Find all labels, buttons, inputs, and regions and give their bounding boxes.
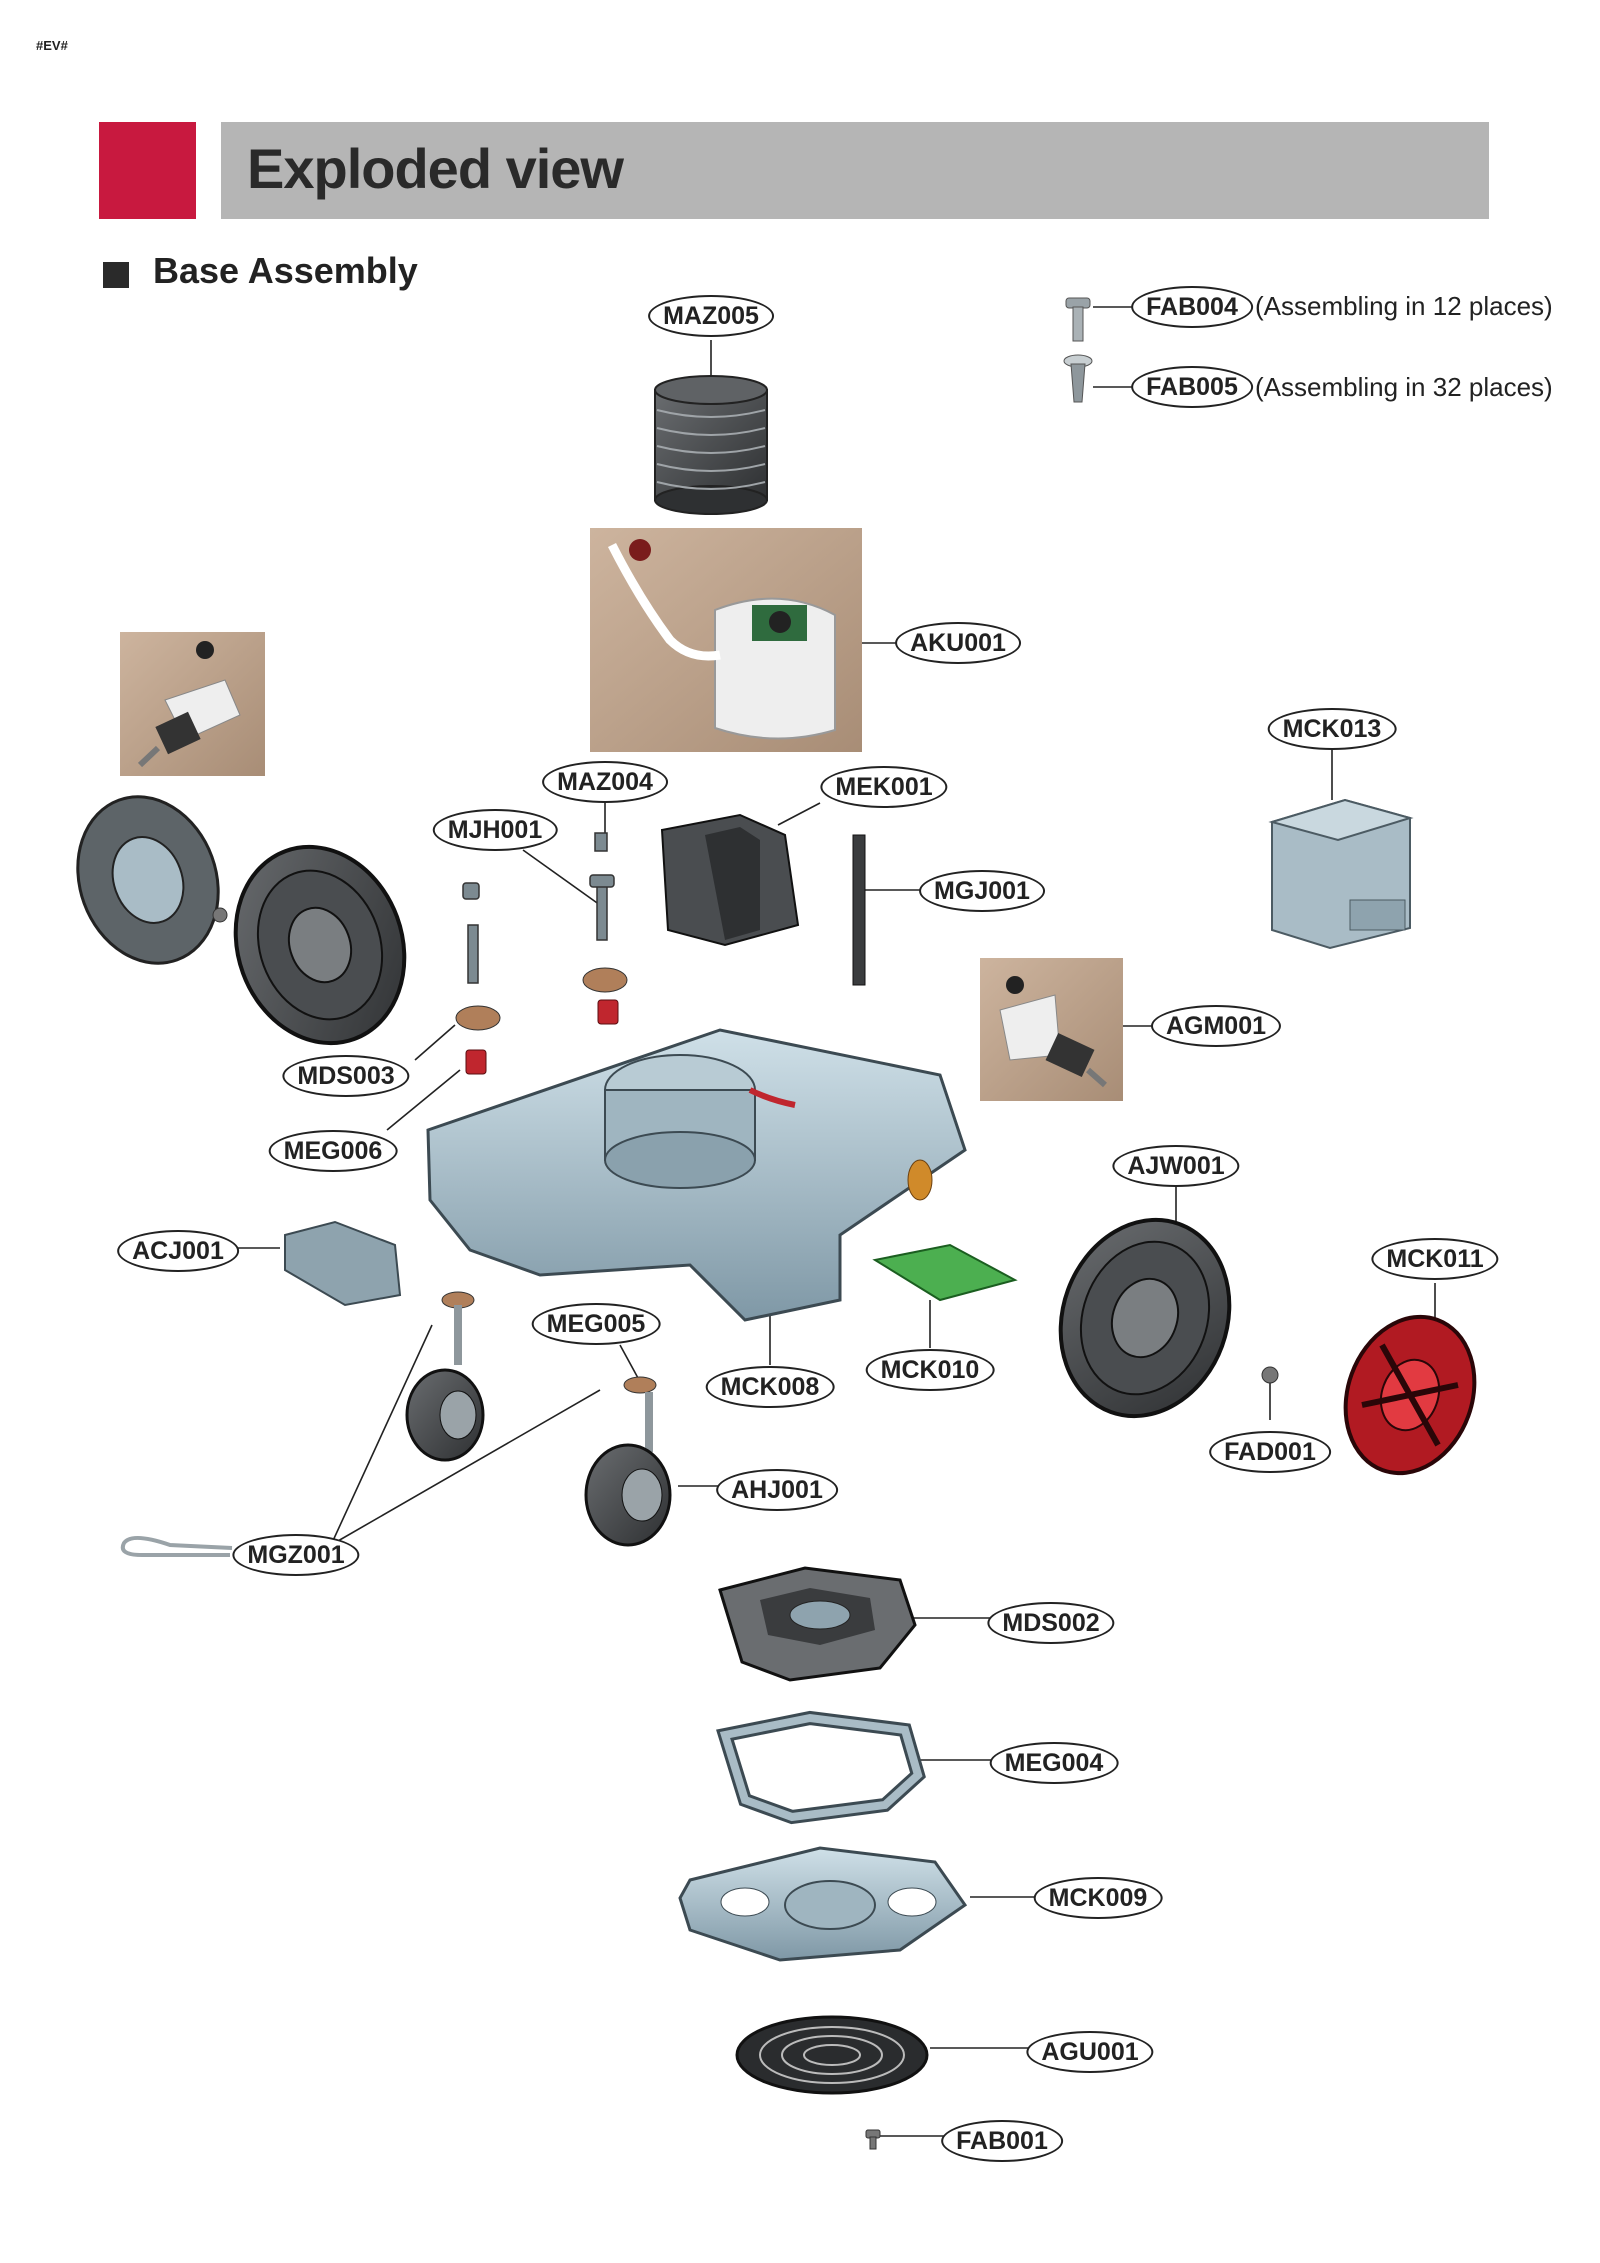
part-note-fab004: (Assembling in 12 places) bbox=[1255, 291, 1553, 321]
section-title: Base Assembly bbox=[153, 250, 418, 291]
part-acj001-icon bbox=[284, 1220, 402, 1307]
hub-cap-mck011-icon bbox=[1343, 1314, 1477, 1476]
part-label-agm001: AGM001 bbox=[1150, 1005, 1282, 1047]
part-label-fab005: FAB005 bbox=[1131, 366, 1253, 408]
motor-photo-left bbox=[120, 632, 265, 776]
screw-fab004-icon bbox=[1065, 297, 1091, 342]
shaft-parts-icon bbox=[462, 832, 615, 984]
gear-meg005-icon bbox=[441, 1291, 657, 1394]
screw-fab005-icon bbox=[1063, 354, 1093, 403]
gear-mds003-icon bbox=[455, 967, 628, 1031]
part-label-mck008: MCK008 bbox=[705, 1366, 835, 1408]
part-label-mck010: MCK010 bbox=[865, 1349, 995, 1391]
gasket-meg004-icon bbox=[716, 1710, 926, 1825]
section-bullet-icon bbox=[103, 262, 129, 288]
bar-mgj001-icon bbox=[852, 834, 866, 986]
motor-photo-agm001 bbox=[980, 958, 1123, 1101]
base-mck008-icon bbox=[426, 1028, 967, 1322]
part-label-aku001: AKU001 bbox=[895, 622, 1021, 664]
part-label-mck013: MCK013 bbox=[1267, 708, 1397, 750]
part-label-fab004: FAB004 bbox=[1131, 286, 1253, 328]
wheel-ajw001-icon bbox=[1058, 1217, 1232, 1419]
grille-agu001-icon bbox=[735, 2015, 929, 2095]
part-label-meg006: MEG006 bbox=[268, 1130, 398, 1172]
part-label-fad001: FAD001 bbox=[1209, 1431, 1331, 1473]
title-bar: Exploded view bbox=[221, 122, 1489, 219]
part-label-mjh001: MJH001 bbox=[432, 809, 558, 851]
board-mck010-icon bbox=[872, 1243, 1018, 1302]
accent-block bbox=[99, 122, 196, 219]
part-label-mgj001: MGJ001 bbox=[919, 870, 1045, 912]
part-label-maz004: MAZ004 bbox=[542, 761, 668, 803]
part-label-mck009: MCK009 bbox=[1033, 1877, 1163, 1919]
part-label-maz005: MAZ005 bbox=[648, 295, 774, 337]
bracket-mek001-icon bbox=[660, 813, 800, 947]
page-title: Exploded view bbox=[247, 137, 624, 200]
cover-mck013-icon bbox=[1268, 798, 1414, 950]
part-label-meg004: MEG004 bbox=[989, 1742, 1119, 1784]
part-label-mds002: MDS002 bbox=[987, 1602, 1115, 1644]
part-label-agu001: AGU001 bbox=[1026, 2031, 1154, 2073]
part-label-ajw001: AJW001 bbox=[1112, 1145, 1240, 1187]
part-label-fab001: FAB001 bbox=[941, 2120, 1063, 2162]
coil-maz005-icon bbox=[654, 375, 768, 515]
hub-cap-left-icon bbox=[76, 795, 228, 965]
part-label-mds003: MDS003 bbox=[282, 1055, 410, 1097]
part-label-mek001: MEK001 bbox=[820, 766, 948, 808]
part-label-mck011: MCK011 bbox=[1371, 1238, 1499, 1280]
wheel-left-icon bbox=[233, 844, 407, 1046]
nut-fad001-icon bbox=[1261, 1366, 1279, 1384]
caster-wheel-left-icon bbox=[405, 1305, 485, 1462]
part-label-meg005: MEG005 bbox=[531, 1303, 661, 1345]
part-label-ahj001: AHJ001 bbox=[716, 1469, 838, 1511]
part-note-fab005: (Assembling in 32 places) bbox=[1255, 372, 1553, 402]
bushing-meg006-icon bbox=[465, 999, 619, 1075]
caster-wheel-right-icon bbox=[584, 1392, 672, 1547]
clip-mgz001-icon bbox=[120, 1536, 233, 1557]
part-label-acj001: ACJ001 bbox=[117, 1230, 239, 1272]
tray-mds002-icon bbox=[718, 1566, 917, 1682]
screw-fab001-icon bbox=[865, 2129, 881, 2150]
document-tag: #EV# bbox=[36, 38, 68, 53]
part-label-mgz001: MGZ001 bbox=[232, 1534, 360, 1576]
motor-photo-aku001 bbox=[590, 528, 862, 752]
plate-mck009-icon bbox=[678, 1846, 968, 1962]
